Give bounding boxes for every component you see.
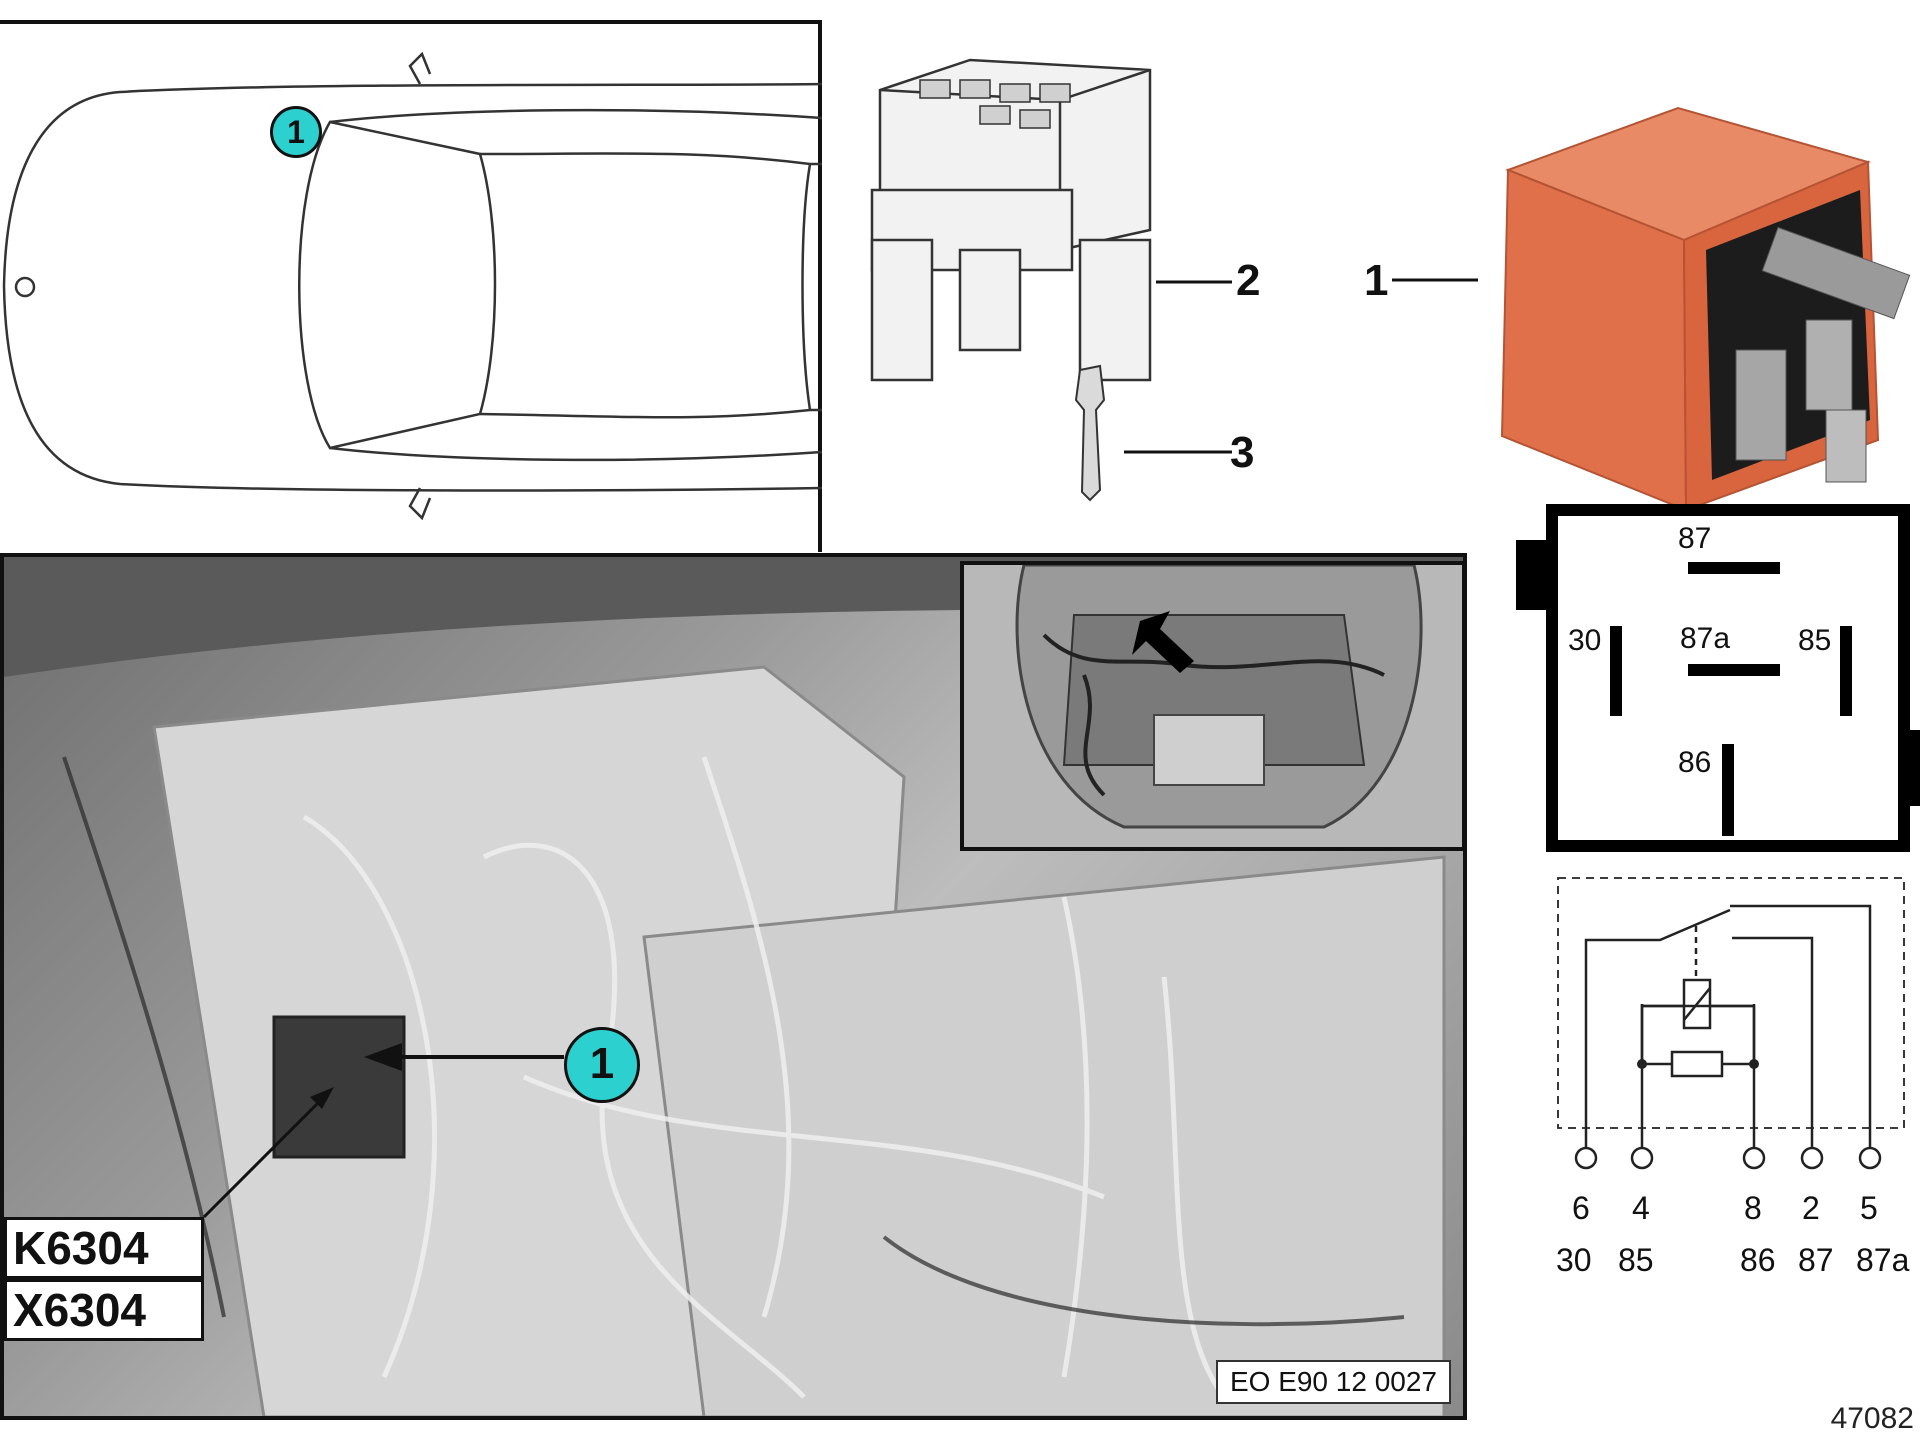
symbol-right-tab [1906, 730, 1920, 806]
schematic-pin-number: 8 [1744, 1190, 1762, 1226]
schematic-pin-number: 5 [1860, 1190, 1878, 1226]
reference-number: 47082 [1830, 1402, 1914, 1435]
photo-location-badge: 1 [564, 1027, 640, 1103]
illustration-code: EO E90 12 0027 [1215, 1360, 1451, 1404]
installation-location-photo: 1 K6304 X6304 EO E90 12 0027 [0, 553, 1467, 1420]
schematic-pin-label: 86 [1740, 1242, 1776, 1278]
schematic-pin-number: 2 [1802, 1190, 1820, 1226]
schematic-pin-number: 6 [1572, 1190, 1590, 1226]
callout-terminal: 3 [1230, 428, 1255, 477]
pin-label-87a: 87a [1680, 622, 1731, 655]
schematic-pin-label: 30 [1556, 1242, 1592, 1278]
location-badge: 1 [270, 106, 322, 158]
pin-label-87: 87 [1678, 522, 1712, 555]
callout-relay: 1 [1364, 256, 1389, 305]
pin-bar-85 [1840, 626, 1852, 716]
schematic-pin-number: 4 [1632, 1190, 1650, 1226]
pin-label-85: 85 [1798, 624, 1832, 657]
callout-connector-housing: 2 [1236, 256, 1261, 305]
car-top-view-outline [2, 51, 823, 521]
symbol-left-tab [1516, 540, 1550, 610]
schematic-pin-label: 85 [1618, 1242, 1654, 1278]
pin-label-30: 30 [1568, 624, 1602, 657]
pin-bar-87a [1688, 664, 1780, 676]
relay-code-tag: K6304 [4, 1217, 204, 1279]
pin-bar-30 [1610, 626, 1622, 716]
photo-rendering [4, 557, 1463, 1416]
relay-pin-layout-symbol: 87 30 87a 85 86 [1546, 504, 1910, 852]
relay-circuit-schematic [1557, 877, 1905, 1170]
inset-rendering [964, 563, 1462, 847]
schematic-pin-label: 87a [1856, 1242, 1910, 1278]
overview-inset-photo [960, 561, 1463, 851]
pin-bar-87 [1688, 562, 1780, 574]
pin-bar-86 [1722, 744, 1734, 836]
schematic-pin-label: 87 [1798, 1242, 1834, 1278]
vehicle-location-panel: 1 [0, 20, 823, 552]
relay-drawing [1392, 106, 1911, 512]
connector-housing-drawing [870, 58, 1232, 502]
pin-label-86: 86 [1678, 746, 1712, 779]
connector-code-tag: X6304 [4, 1279, 204, 1341]
